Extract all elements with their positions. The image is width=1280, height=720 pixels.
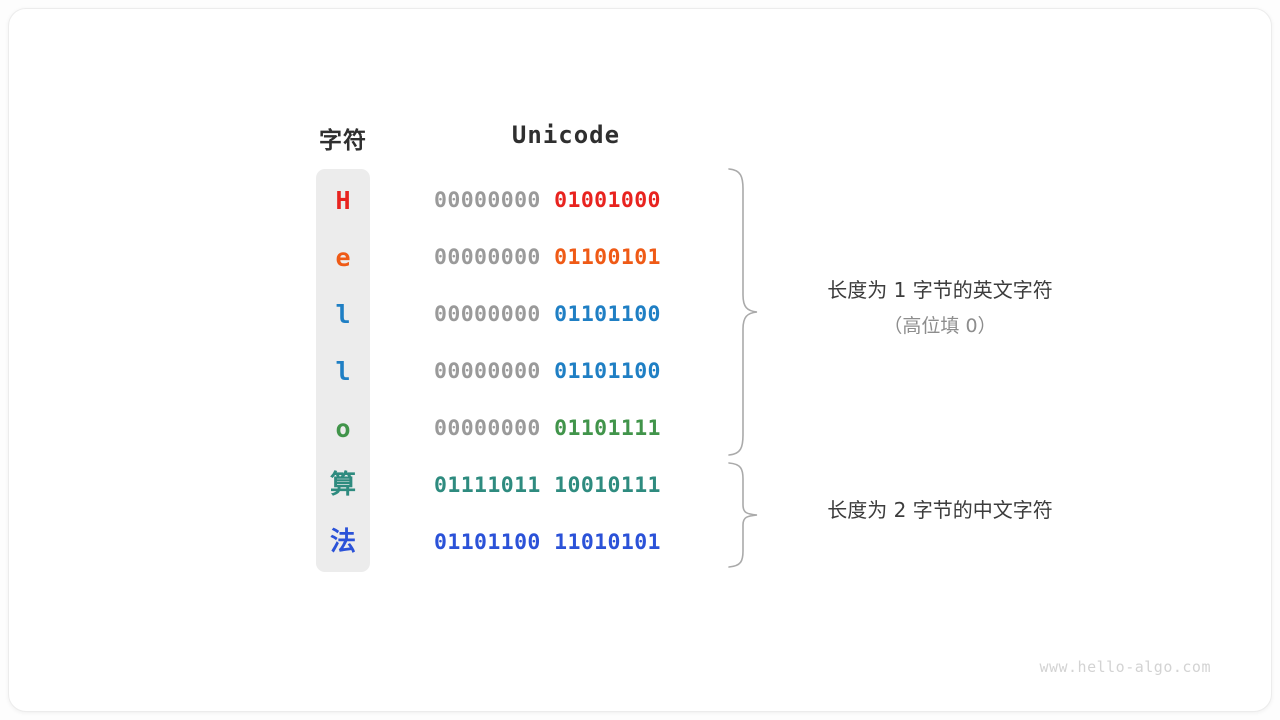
character-column-background <box>316 169 370 572</box>
header-character: 字符 <box>319 127 367 153</box>
unicode-low-byte: 01001000 <box>554 188 661 213</box>
unicode-high-byte: 00000000 <box>434 188 541 213</box>
character-cell: o <box>335 414 351 443</box>
watermark: www.hello-algo.com <box>1039 658 1211 676</box>
unicode-high-byte: 01101100 <box>434 530 541 555</box>
character-cell: 算 <box>329 470 356 500</box>
unicode-binary-row: 00000000 01001000 <box>434 172 698 229</box>
brace-two-byte <box>728 462 758 568</box>
unicode-low-byte: 01101100 <box>554 302 661 327</box>
unicode-binary-row: 01111011 10010111 <box>434 457 698 514</box>
annotation-one-byte: 长度为 1 字节的英文字符 （高位填 0） <box>775 272 1105 344</box>
unicode-low-byte: 10010111 <box>554 473 661 498</box>
annotation-one-byte-text: 长度为 1 字节的英文字符 <box>827 278 1053 302</box>
unicode-high-byte: 00000000 <box>434 359 541 384</box>
unicode-low-byte: 01101111 <box>554 416 661 441</box>
character-cell: 法 <box>329 527 356 557</box>
annotation-two-byte-text: 长度为 2 字节的中文字符 <box>827 498 1053 522</box>
character-cell: l <box>335 357 351 386</box>
brace-one-byte <box>728 168 758 456</box>
unicode-low-byte: 01100101 <box>554 245 661 270</box>
unicode-high-byte: 00000000 <box>434 302 541 327</box>
unicode-high-byte: 00000000 <box>434 416 541 441</box>
unicode-binary-row: 01101100 11010101 <box>434 514 698 571</box>
unicode-binary-row: 00000000 01101100 <box>434 343 698 400</box>
character-cell: H <box>335 186 351 215</box>
character-cell: e <box>335 243 351 272</box>
unicode-high-byte: 00000000 <box>434 245 541 270</box>
header-unicode: Unicode <box>511 121 621 149</box>
unicode-high-byte: 01111011 <box>434 473 541 498</box>
unicode-binary-row: 00000000 01101111 <box>434 400 698 457</box>
unicode-binary-row: 00000000 01100101 <box>434 229 698 286</box>
annotation-one-byte-subtext: （高位填 0） <box>883 315 997 337</box>
unicode-low-byte: 01101100 <box>554 359 661 384</box>
character-cell: l <box>335 300 351 329</box>
unicode-binary-row: 00000000 01101100 <box>434 286 698 343</box>
annotation-two-byte: 长度为 2 字节的中文字符 <box>775 492 1105 528</box>
unicode-low-byte: 11010101 <box>554 530 661 555</box>
